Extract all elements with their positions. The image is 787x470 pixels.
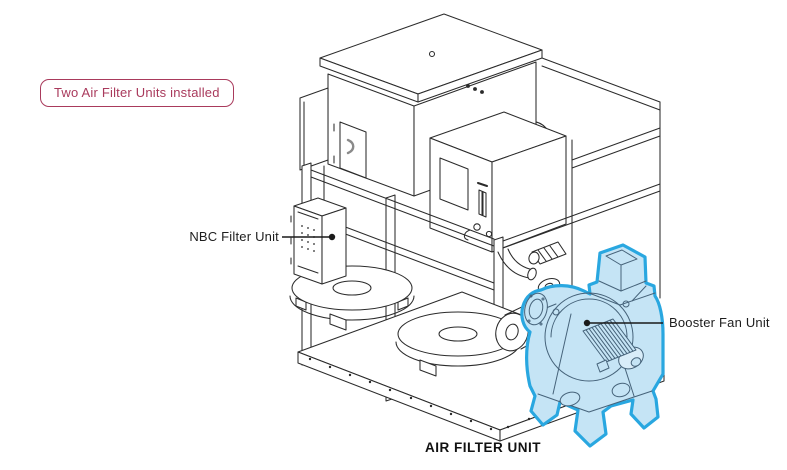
nbc-filter-unit-part (290, 197, 347, 285)
leader-dot-booster (583, 319, 591, 327)
upper-housing-lid (319, 13, 543, 103)
machine-line-art (289, 13, 665, 442)
booster-fan-highlighted-part (520, 243, 665, 448)
label-nbc-filter-unit: NBC Filter Unit (189, 229, 279, 244)
label-booster-fan-unit: Booster Fan Unit (669, 315, 770, 330)
leader-lines (282, 233, 663, 327)
diagram-caption: AIR FILTER UNIT (425, 440, 541, 455)
booster-fan-silhouette (520, 243, 665, 448)
callout-note: Two Air Filter Units installed (40, 79, 234, 107)
control-cabinet (429, 111, 567, 253)
fan-motor (582, 318, 644, 373)
leader-dot-nbc (328, 233, 336, 241)
air-filter-discs (289, 265, 521, 377)
